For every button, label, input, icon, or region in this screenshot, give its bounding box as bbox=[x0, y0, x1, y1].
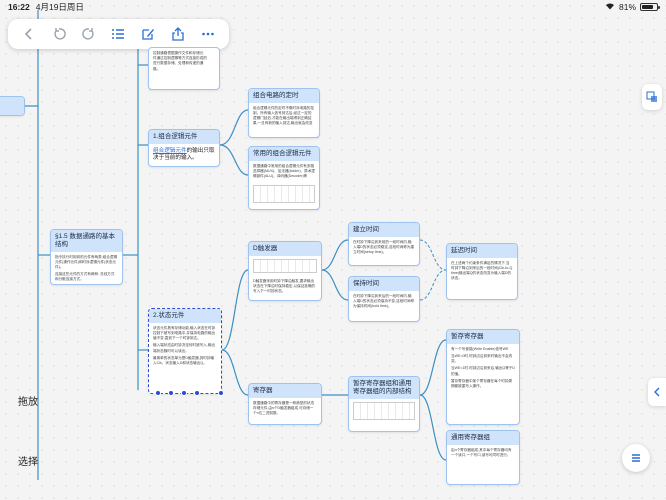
node-combo-timing[interactable]: 组合电路的定时 组合逻辑元件的定时不像时序电路的控制，所有输入信号到达后,经过一… bbox=[248, 88, 320, 138]
node-hold-time[interactable]: 保持时间 在时钟下降沿到来后的一段时间内,输入端D的状态必须保持不变,这段时间称… bbox=[348, 276, 420, 322]
node-register-file[interactable]: 暂存寄存器 有一个写使能(Write Enable)信号WE 当WE=0时,时钟… bbox=[446, 329, 520, 425]
battery-percent: 81% bbox=[618, 2, 636, 12]
more-icon bbox=[202, 32, 214, 36]
more-button[interactable] bbox=[198, 24, 218, 44]
back-button[interactable] bbox=[19, 24, 39, 44]
node-title: 暂存寄存器 bbox=[447, 330, 519, 344]
node-text: 当WE=0时,时钟边沿到来时输出不会改变。 bbox=[451, 354, 513, 364]
status-bar: 16:22 4月19日周日 81% bbox=[0, 0, 666, 14]
status-date: 4月19日周日 bbox=[35, 2, 84, 12]
selection-handle[interactable] bbox=[218, 390, 224, 396]
node-title: §1.5 数据通路的基本结构 bbox=[51, 230, 122, 252]
node-text: 当WE=1时,时钟边沿到来后,输出Q等于D的值。 bbox=[451, 366, 515, 376]
node-setup-time[interactable]: 建立时间 在时钟下降沿到来前的一段时间内,输入端D的状态必须稳定,这段时间称为建… bbox=[348, 222, 420, 266]
circuit-figure bbox=[253, 185, 315, 204]
node-text: 件通过控制逻辑等方式连接形成的 bbox=[153, 56, 207, 61]
node-text: 指令执行时用到的元件有两类:组合逻辑元件(操作元件)和时序逻辑元件(状态元件)。 bbox=[55, 254, 118, 269]
collapse-panel-button[interactable] bbox=[648, 378, 666, 406]
node-title: 延迟时间 bbox=[447, 244, 517, 258]
outline-button[interactable] bbox=[108, 24, 128, 44]
share-button[interactable] bbox=[168, 24, 188, 44]
node-register[interactable]: 寄存器 数据通路中的寄存器是一种典型的状态存储元件,由n个D触发器组成,可存储一… bbox=[248, 383, 322, 425]
node-title: D触发器 bbox=[249, 242, 321, 256]
selection-handle[interactable] bbox=[155, 390, 161, 396]
battery-icon bbox=[640, 3, 660, 11]
edit-icon bbox=[142, 29, 155, 40]
status-time: 16:22 bbox=[8, 2, 30, 12]
node-title: 保持时间 bbox=[349, 277, 419, 291]
node-text: 在时钟下降沿到来后的一段时间内,输入端D的状态必须保持不变,这段时间称为保持时间… bbox=[353, 293, 415, 309]
node-text: 由n个寄存器组成,其中每个寄存器均有一个读口,一个写口,读写可同时进行。 bbox=[451, 447, 512, 457]
node-text: 组合逻辑元件的定时不像时序电路的控制，所有输入信号到达后,经过一定的逻辑门延迟,… bbox=[253, 105, 315, 126]
selection-handle[interactable] bbox=[168, 390, 174, 396]
node-control-path[interactable]: 控制通路根据操作文件和存储元 件通过控制逻辑等方式连接形成的 进行数据存储、处理… bbox=[148, 47, 220, 90]
chevron-left-icon bbox=[654, 387, 660, 397]
node-text: 暂存寄存器中某个寄存器在每个时钟周期都被重写入操作。 bbox=[451, 378, 513, 389]
node-title: 寄存器 bbox=[249, 384, 321, 398]
node-text: 连接这些元件的方式有两种: 总线方式和分散连接方式。 bbox=[55, 272, 115, 282]
node-title: 常用的组合逻辑元件 bbox=[249, 147, 319, 161]
node-text: 路。 bbox=[153, 66, 161, 71]
collapsed-parent-node[interactable] bbox=[0, 96, 25, 116]
node-text: 有一个写使能(Write Enable)信号WE bbox=[451, 346, 509, 351]
node-text: 的输出只取决于当前的输入。 bbox=[153, 147, 215, 162]
node-delay-time[interactable]: 延迟时间 在上述两个约束条件满足的情况下,当时钟下降沿到来后的一段时间(Clk-… bbox=[446, 243, 518, 300]
node-text: 最简单的状态单元是D触发器,其时钟输入Clk、状态输入D和状态输出Q。 bbox=[153, 355, 215, 366]
node-title: 通用寄存器组 bbox=[447, 431, 519, 445]
selection-handle[interactable] bbox=[181, 390, 187, 396]
node-state-element[interactable]: 2.状态元件 状态元件具有存储功能,输入状态在时钟控制下被写到电路中,并保持电路… bbox=[148, 308, 222, 394]
translate-button[interactable] bbox=[642, 84, 662, 110]
undo-button[interactable] bbox=[49, 24, 69, 44]
translate-icon bbox=[646, 91, 657, 102]
node-d-flipflop[interactable]: D触发器 D触发器采用时钟下降沿触发,要求输出状态在下降沿时保持稳定,以保证准确… bbox=[248, 241, 322, 301]
select-mode-button[interactable]: 选择 bbox=[18, 457, 38, 468]
node-title: 建立时间 bbox=[349, 223, 419, 237]
node-text: 在时钟下降沿到来前的一段时间内,输入端D的状态必须稳定,这段时间称为建立时间(s… bbox=[353, 239, 415, 255]
node-text: 数据通路中常用的组合逻辑元件有多路选择器(MUX)、加法器(Adder)、算术逻… bbox=[253, 163, 315, 179]
menu-icon bbox=[632, 454, 640, 462]
node-general-registers[interactable]: 通用寄存器组 由n个寄存器组成,其中每个寄存器均有一个读口,一个写口,读写可同时… bbox=[446, 430, 520, 485]
node-text: 进行数据存储、处理和传递的通 bbox=[153, 61, 204, 66]
undo-icon bbox=[54, 28, 66, 40]
node-text: 输入端状态由时钟决定何时被写入,输出端状态随时可以读出。 bbox=[153, 343, 216, 353]
redo-button[interactable] bbox=[79, 24, 99, 44]
drag-mode-button[interactable]: 拖放 bbox=[18, 397, 38, 408]
chevron-left-icon bbox=[24, 28, 32, 40]
node-text: 控制通路根据操作文件和存储元 bbox=[153, 51, 204, 55]
node-basic-structure[interactable]: §1.5 数据通路的基本结构 指令执行时用到的元件有两类:组合逻辑元件(操作元件… bbox=[50, 229, 123, 285]
list-icon bbox=[112, 29, 125, 39]
node-text: 状态元件具有存储功能,输入状态在时钟控制下被写到电路中,并保持电路的输出值不变,… bbox=[153, 325, 216, 341]
redo-icon bbox=[81, 28, 94, 40]
menu-button[interactable] bbox=[622, 444, 650, 472]
wifi-icon bbox=[605, 2, 615, 12]
node-combo-logic[interactable]: 1.组合逻辑元件 组合逻辑元件的输出只取决于当前的输入。 bbox=[148, 129, 220, 167]
node-title: 1.组合逻辑元件 bbox=[149, 130, 219, 144]
share-icon bbox=[172, 27, 184, 41]
node-title: 暂存寄存器组和通用寄存器组的内部结构 bbox=[349, 377, 419, 399]
node-reg-file-structure[interactable]: 暂存寄存器组和通用寄存器组的内部结构 bbox=[348, 376, 420, 432]
node-link[interactable]: 组合逻辑元件 bbox=[153, 147, 187, 154]
node-text: 数据通路中的寄存器是一种典型的状态存储元件,由n个D触发器组成,可存储一个n位二… bbox=[253, 400, 315, 416]
top-toolbar bbox=[8, 19, 229, 49]
register-diagram bbox=[353, 401, 415, 420]
timing-diagram bbox=[253, 258, 317, 273]
node-title: 2.状态元件 bbox=[149, 309, 221, 323]
edit-button[interactable] bbox=[138, 24, 158, 44]
node-text: 在上述两个约束条件满足的情况下,当时钟下降沿到来后的一段时间(Clk-to-Q … bbox=[451, 260, 513, 281]
node-common-combo[interactable]: 常用的组合逻辑元件 数据通路中常用的组合逻辑元件有多路选择器(MUX)、加法器(… bbox=[248, 146, 320, 210]
node-title: 组合电路的定时 bbox=[249, 89, 319, 103]
selection-handle[interactable] bbox=[194, 390, 200, 396]
node-text: D触发器采用时钟下降沿触发,要求输出状态在下降沿时保持稳定,以保证准确的写入下一… bbox=[253, 278, 316, 294]
